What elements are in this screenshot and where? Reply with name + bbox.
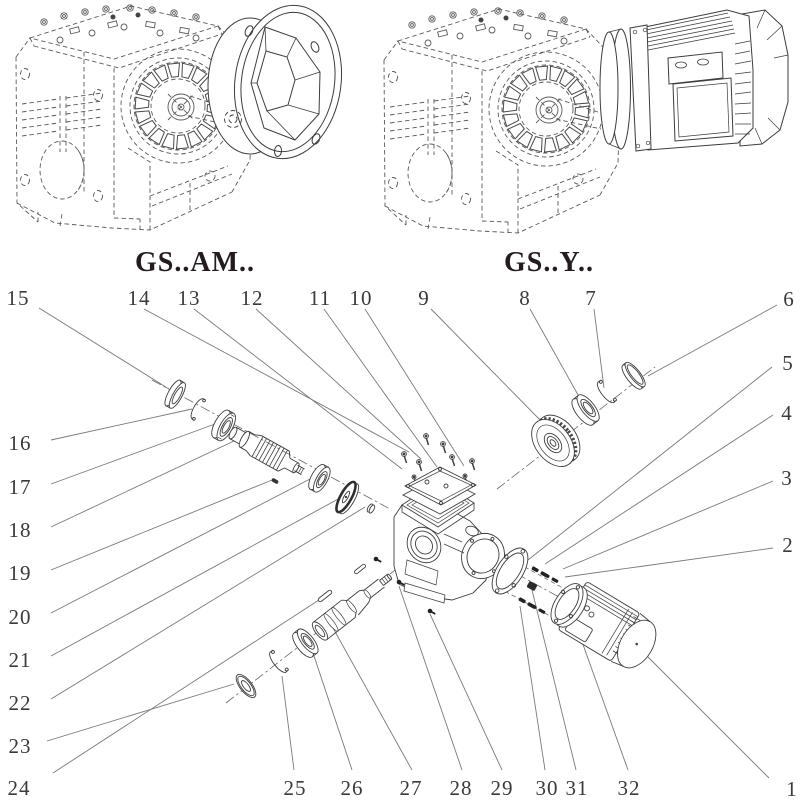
svg-text:28: 28 [450, 776, 473, 800]
svg-text:2: 2 [782, 533, 794, 557]
svg-text:3: 3 [781, 466, 793, 490]
svg-text:29: 29 [491, 776, 514, 800]
svg-text:32: 32 [618, 776, 641, 800]
svg-text:GS..Y..: GS..Y.. [504, 247, 594, 278]
svg-text:7: 7 [585, 286, 597, 310]
svg-text:16: 16 [9, 431, 32, 455]
svg-text:21: 21 [9, 648, 32, 672]
svg-text:8: 8 [519, 286, 531, 310]
svg-text:26: 26 [341, 776, 364, 800]
svg-text:6: 6 [783, 287, 795, 311]
svg-text:12: 12 [241, 286, 264, 310]
svg-text:9: 9 [418, 286, 430, 310]
svg-text:23: 23 [9, 734, 32, 758]
svg-text:27: 27 [400, 776, 423, 800]
svg-text:14: 14 [128, 286, 151, 310]
svg-text:24: 24 [8, 776, 31, 800]
svg-text:17: 17 [9, 475, 32, 499]
svg-text:15: 15 [7, 286, 30, 310]
svg-text:18: 18 [9, 518, 32, 542]
svg-text:30: 30 [536, 776, 559, 800]
svg-text:19: 19 [9, 561, 32, 585]
svg-text:20: 20 [9, 605, 32, 629]
svg-text:25: 25 [284, 776, 307, 800]
svg-text:11: 11 [309, 286, 331, 310]
svg-text:5: 5 [782, 351, 794, 375]
svg-text:22: 22 [9, 691, 32, 715]
svg-text:13: 13 [178, 286, 201, 310]
svg-text:1: 1 [786, 777, 798, 800]
svg-text:4: 4 [781, 401, 793, 425]
svg-text:31: 31 [566, 776, 589, 800]
svg-text:GS..AM..: GS..AM.. [135, 247, 255, 278]
svg-text:10: 10 [350, 286, 373, 310]
